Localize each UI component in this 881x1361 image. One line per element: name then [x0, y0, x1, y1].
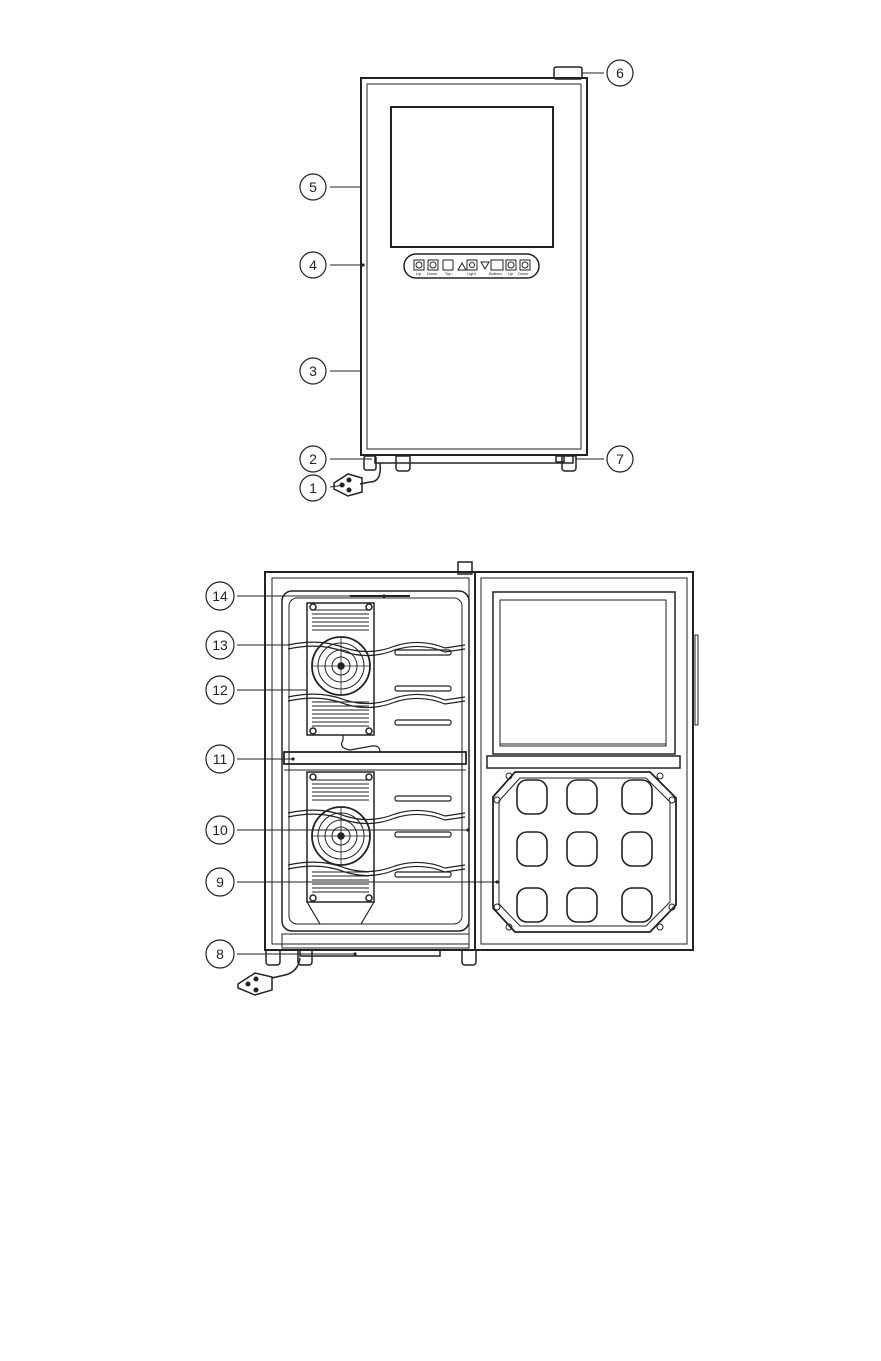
front-view [334, 67, 587, 496]
svg-text:4: 4 [309, 257, 317, 273]
svg-text:11: 11 [213, 751, 228, 767]
svg-text:1: 1 [309, 480, 317, 496]
cabinet-open [265, 572, 475, 950]
power-cord-open [272, 958, 300, 978]
svg-text:9: 9 [216, 874, 224, 890]
glass-window [391, 107, 553, 247]
door-glass [493, 592, 675, 754]
label-up-2: Up [508, 271, 514, 276]
power-cord [360, 463, 380, 484]
door-gasket [493, 772, 676, 932]
callout-3: 3 [300, 358, 326, 384]
label-top: Top [445, 271, 452, 276]
callout-5: 5 [300, 174, 326, 200]
foot-left [364, 456, 376, 470]
open-view [238, 562, 698, 995]
arrow-down-icon [481, 262, 489, 269]
door-bar [487, 756, 680, 768]
panel-labels: Up Down Top Light Bottom Up Down [416, 271, 528, 276]
label-down: Down [427, 271, 437, 276]
callout-13: 13 [206, 631, 234, 659]
callout-9: 9 [206, 868, 234, 896]
callout-8: 8 [206, 940, 234, 968]
lower-fan-assembly [307, 772, 374, 924]
door-pockets [517, 780, 652, 922]
svg-text:2: 2 [309, 451, 317, 467]
callout-7: 7 [607, 446, 633, 472]
svg-text:5: 5 [309, 179, 317, 195]
callout-leaders [237, 73, 604, 954]
callout-10: 10 [206, 816, 234, 844]
callout-4: 4 [300, 252, 326, 278]
panel-buttons [414, 260, 530, 270]
callout-6: 6 [607, 60, 633, 86]
callout-2: 2 [300, 446, 326, 472]
upper-fan-assembly [307, 603, 380, 752]
svg-text:7: 7 [616, 451, 624, 467]
arrow-up-icon [458, 263, 466, 270]
divider-shelf [284, 752, 466, 764]
label-light: Light [467, 271, 477, 276]
label-up: Up [416, 271, 422, 276]
svg-text:12: 12 [212, 682, 228, 698]
callout-14: 14 [206, 582, 234, 610]
label-down-2: Down [518, 271, 528, 276]
bottom-zone-display [491, 260, 503, 270]
callout-1: 1 [300, 475, 326, 501]
foot-open-left [266, 950, 280, 965]
svg-text:14: 14 [212, 588, 228, 604]
callout-11: 11 [206, 745, 234, 773]
svg-text:8: 8 [216, 946, 224, 962]
svg-text:6: 6 [616, 65, 624, 81]
svg-text:3: 3 [309, 363, 317, 379]
top-zone-display [443, 260, 453, 270]
power-plug [334, 474, 362, 496]
callout-12: 12 [206, 676, 234, 704]
svg-text:10: 10 [212, 822, 228, 838]
open-door [475, 572, 698, 950]
svg-text:13: 13 [212, 637, 228, 653]
foot-open-right [462, 950, 476, 965]
label-bottom: Bottom [489, 271, 502, 276]
light-button[interactable] [467, 260, 477, 270]
